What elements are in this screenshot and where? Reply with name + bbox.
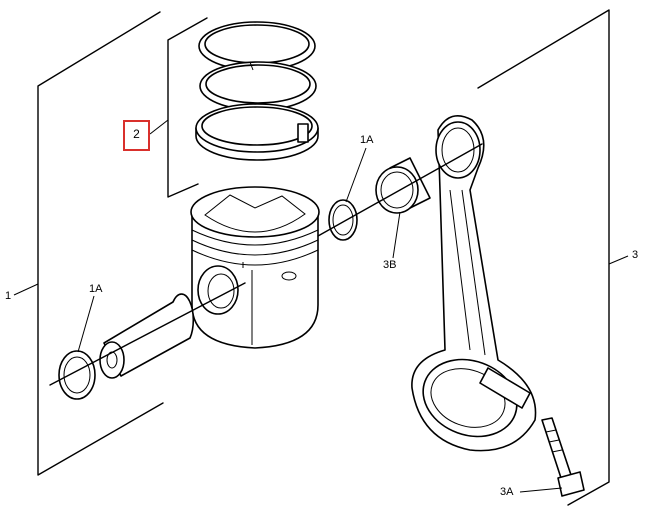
callout-3b: 3B <box>383 259 397 271</box>
assembly-axis-lines <box>49 143 483 386</box>
callout-2: 2 <box>133 127 140 141</box>
callout-2-highlight[interactable]: 2 <box>123 120 150 151</box>
connecting-rod <box>411 114 537 452</box>
callout-3: 3 <box>632 249 639 261</box>
callout-1a-left: 1A <box>89 283 103 295</box>
piston-ring-top <box>198 21 316 71</box>
piston <box>190 186 320 349</box>
piston-ring-middle <box>199 61 317 111</box>
rod-bolt <box>541 417 585 497</box>
callout-1: 1 <box>5 290 12 302</box>
oil-ring <box>195 103 319 161</box>
rod-bracket-3 <box>477 9 629 506</box>
callout-leaders <box>77 147 563 493</box>
pin-bearing <box>375 157 431 214</box>
retainer-ring-right <box>328 199 358 241</box>
callout-1a-right: 1A <box>360 134 374 146</box>
ring-set-bracket-2 <box>149 17 208 198</box>
retainer-ring-left <box>58 350 96 400</box>
piston-pin <box>99 293 195 379</box>
callout-3a: 3A <box>500 486 514 498</box>
assembly-bracket-1 <box>13 11 164 476</box>
